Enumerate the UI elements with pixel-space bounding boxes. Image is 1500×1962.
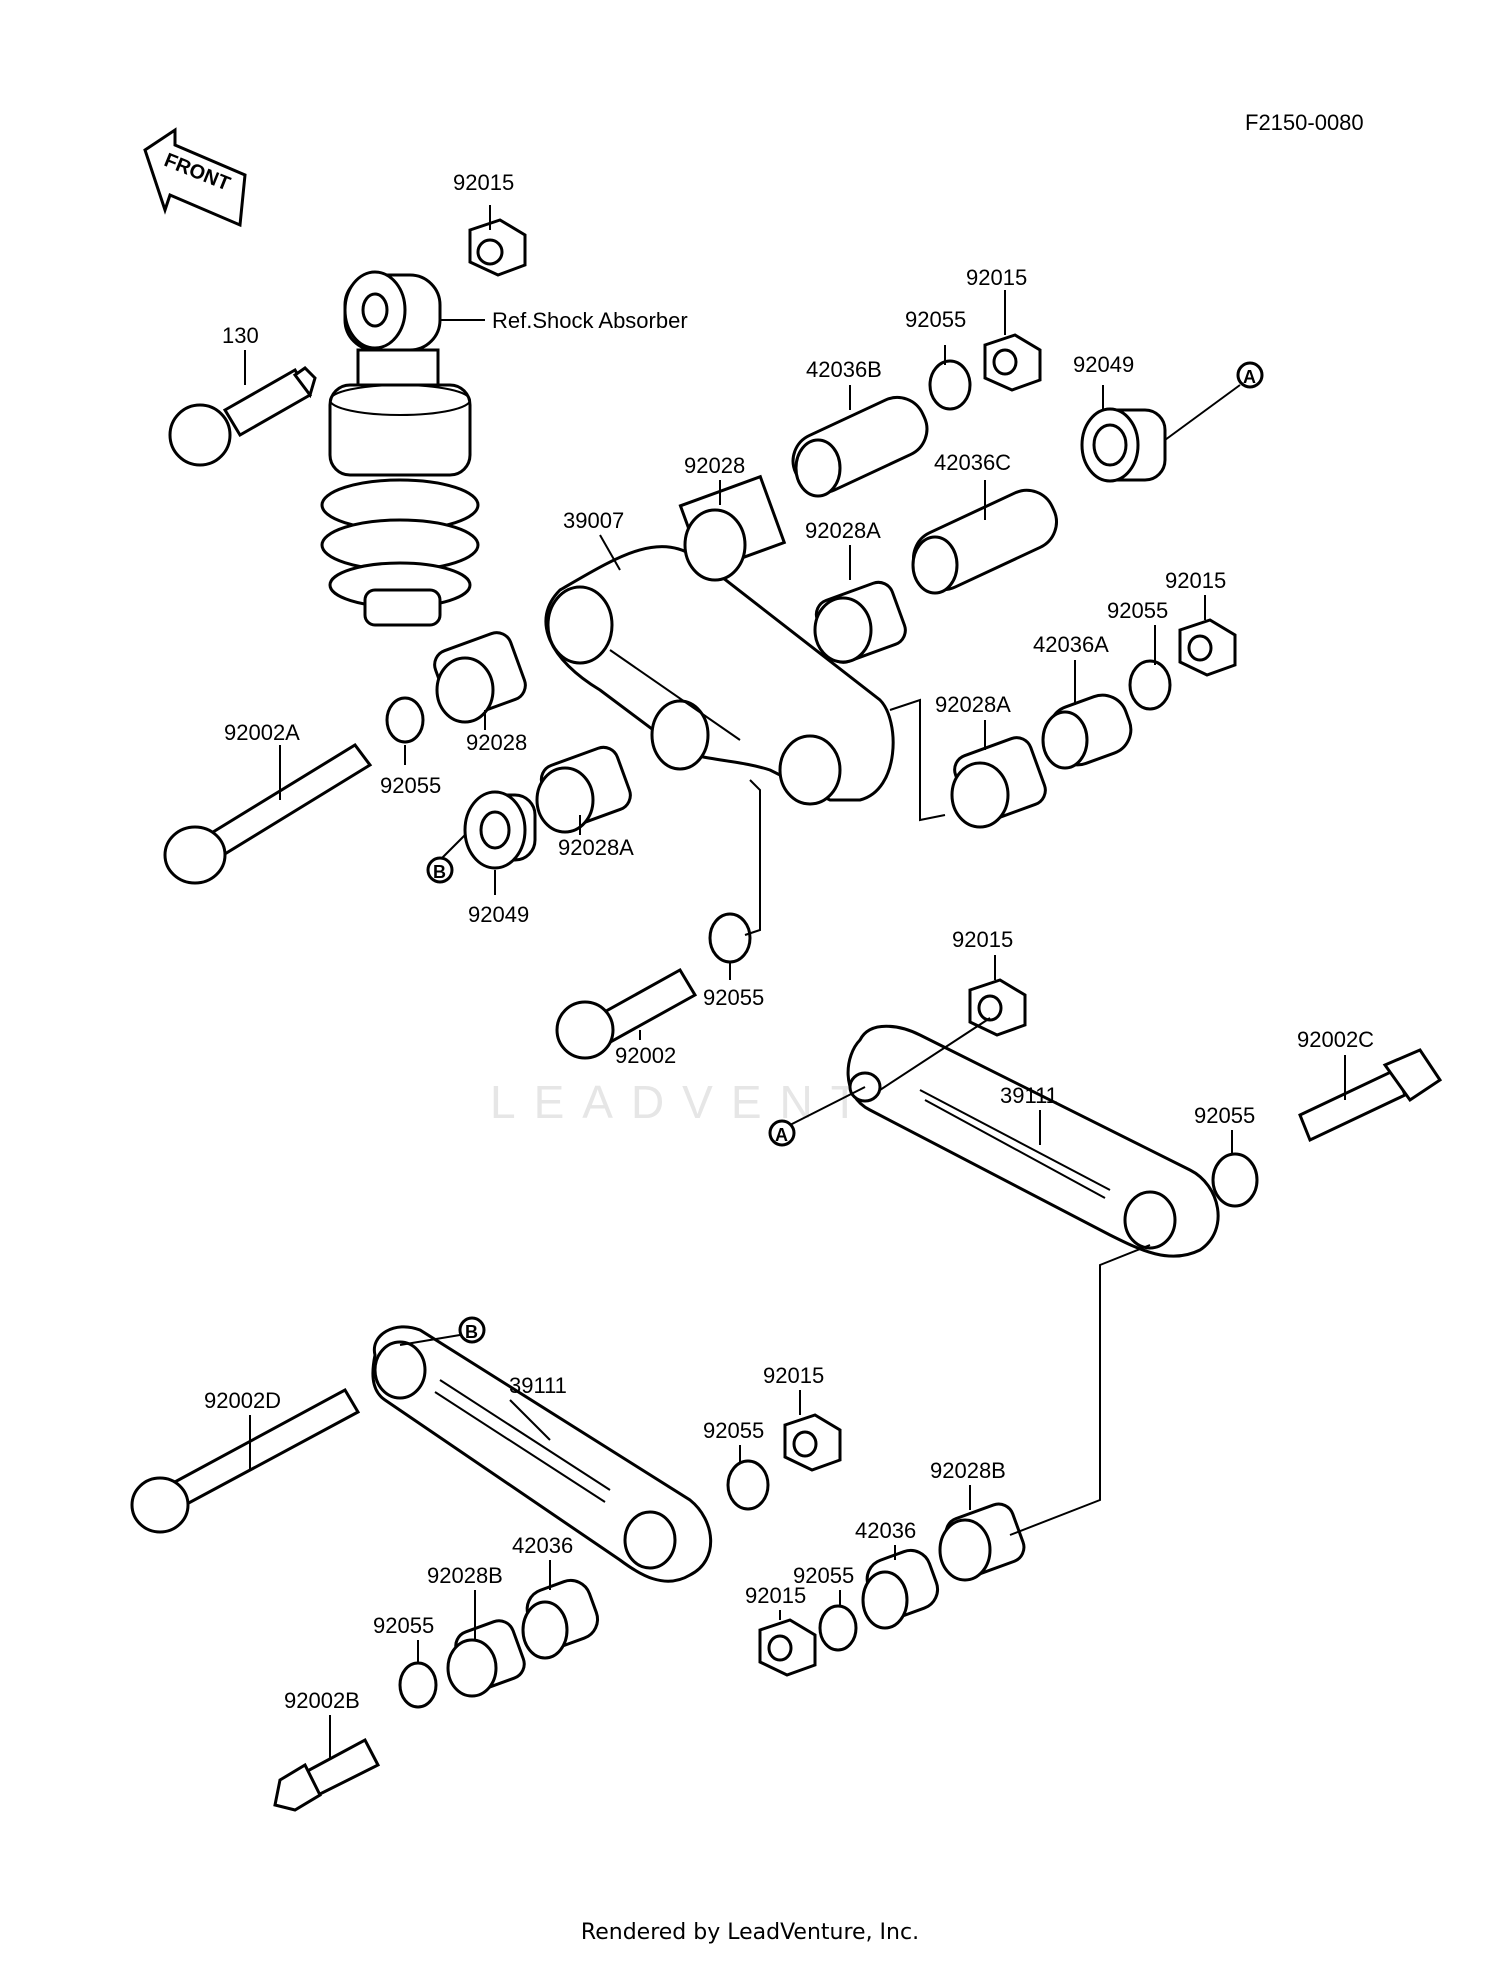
part-label: 92055 [793, 1563, 854, 1588]
nut-92015-upper-right [983, 333, 1042, 392]
tie-rod-39111-upper [846, 1024, 1220, 1258]
part-label: 39007 [563, 508, 624, 533]
part-label: 92028B [930, 1458, 1006, 1483]
callout-b-rod: B [458, 1316, 486, 1344]
ref-shock-absorber-note: Ref.Shock Absorber [492, 308, 688, 333]
o-ring-92055-lower-mid [726, 1459, 770, 1511]
part-label: 92028A [558, 835, 634, 860]
collar-92028A-right [950, 736, 1047, 829]
collar-92028-left [433, 631, 527, 724]
drawing-code: F2150-0080 [1245, 110, 1364, 135]
part-label: 92055 [380, 773, 441, 798]
part-label: 42036A [1033, 632, 1109, 657]
callout-a-upper-label: A [1243, 367, 1256, 387]
callout-b-left-label: B [433, 862, 446, 882]
part-label: 92055 [373, 1613, 434, 1638]
part-label: 42036 [855, 1518, 916, 1543]
sleeve-42036B [791, 395, 929, 498]
part-label: 92055 [905, 307, 966, 332]
part-label: 92015 [952, 927, 1013, 952]
part-label: 92002A [224, 720, 300, 745]
bearing-92049-left [463, 790, 537, 870]
tie-rod-39111-lower [371, 1325, 713, 1583]
callout-a-upper: A [1236, 361, 1264, 389]
collar-92028B-right [938, 1502, 1026, 1582]
sleeve-42036C [911, 488, 1058, 595]
footer-credit: Rendered by LeadVenture, Inc. [580, 1920, 920, 1945]
o-ring-92055-upper [928, 359, 972, 411]
nut-92015-top [468, 218, 527, 277]
o-ring-92055-lower-left [398, 1661, 438, 1709]
o-ring-92055-lower-right [818, 1604, 858, 1652]
part-label: 39111 [509, 1373, 567, 1398]
bolt-92002 [555, 967, 698, 1060]
nut-92015-lower-right [758, 1618, 817, 1677]
part-label: 92055 [1107, 598, 1168, 623]
sleeve-42036-right [861, 1548, 940, 1630]
bolt-92002D [130, 1387, 361, 1534]
part-label: 92002C [1297, 1027, 1374, 1052]
part-label: 92002 [615, 1043, 676, 1068]
part-label: 92049 [468, 902, 529, 927]
part-label: 92015 [745, 1583, 806, 1608]
o-ring-92055-left [385, 696, 425, 744]
part-label: 92028A [805, 518, 881, 543]
callout-b-rod-label: B [465, 1322, 478, 1342]
part-label: 92028A [935, 692, 1011, 717]
part-label: 92015 [1165, 568, 1226, 593]
nut-92015-right [1178, 618, 1237, 677]
bolt-92002C [1298, 1048, 1443, 1143]
part-label: 92028 [466, 730, 527, 755]
bearing-92049-right [1080, 407, 1167, 483]
callout-b-left: B [426, 856, 454, 884]
part-label: 92028 [684, 453, 745, 478]
part-label: 92015 [966, 265, 1027, 290]
o-ring-92055-center [708, 912, 752, 964]
part-label: 42036B [806, 357, 882, 382]
part-label: 92055 [703, 1418, 764, 1443]
leader-lines [244, 205, 1346, 1760]
callout-a-rod-label: A [775, 1125, 788, 1145]
part-label: 42036 [512, 1533, 573, 1558]
bolt-130 [168, 366, 317, 467]
bolt-92002B [273, 1737, 381, 1812]
part-label: 42036C [934, 450, 1011, 475]
o-ring-92055-rod [1211, 1152, 1259, 1208]
o-ring-92055-right [1128, 659, 1172, 711]
part-label: 92002B [284, 1688, 360, 1713]
part-label: 92002D [204, 1388, 281, 1413]
sleeve-42036A [1041, 693, 1133, 770]
part-label: 39111 [1000, 1083, 1058, 1108]
part-label: 92028B [427, 1563, 503, 1588]
nut-92015-lower-mid [783, 1413, 842, 1472]
shock-absorber [320, 270, 480, 627]
collar-92028B-left [446, 1619, 526, 1698]
front-arrow-icon: FRONT [143, 127, 247, 228]
part-label: 130 [222, 323, 259, 348]
collar-92028A-upper [813, 580, 907, 664]
collar-92028-upper [678, 474, 787, 582]
part-labels: 92015 130 92055 92015 42036B 92049 92028… [204, 170, 1374, 1713]
collar-92028A-left [535, 745, 632, 834]
bolt-92002A [163, 743, 373, 885]
part-label: 92049 [1073, 352, 1134, 377]
callout-a-rod: A [768, 1119, 796, 1147]
part-label: 92015 [763, 1363, 824, 1388]
part-label: 92015 [453, 170, 514, 195]
sleeve-42036-left [521, 1578, 600, 1660]
part-label: 92055 [703, 985, 764, 1010]
rocker-arm-39007 [544, 545, 895, 806]
part-label: 92055 [1194, 1103, 1255, 1128]
